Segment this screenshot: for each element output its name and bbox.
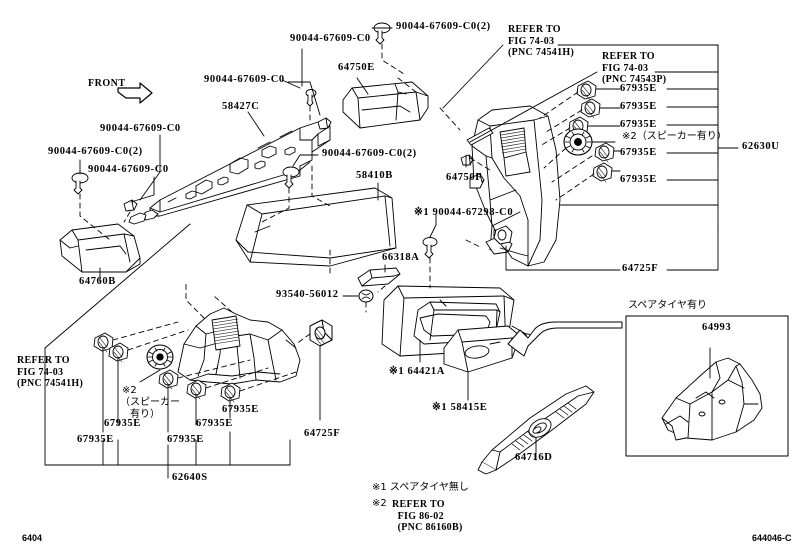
label-clip-90044-a: 90044-67609-C0	[290, 33, 371, 44]
label-clip-90044-e: 90044-67609-C0(2)	[48, 146, 143, 157]
label-part-58415e: ※1 58415E	[432, 402, 488, 413]
clip-icon-8	[460, 154, 474, 166]
trim-clip-icons-left	[93, 332, 241, 403]
label-part-64750f: 64750F	[446, 172, 483, 183]
sheet-code: 6404	[22, 533, 43, 543]
trim-clip-r1	[576, 80, 597, 101]
part-64760b-shape	[59, 223, 141, 273]
clip-icon-6	[282, 166, 300, 189]
label-clip-90044-b: 90044-67609-C0	[204, 74, 285, 85]
label-part-64725f-right: 64725F	[622, 263, 659, 274]
label-part-64421a: ※1 64421A	[389, 366, 445, 377]
label-trim-clip-l1: 67935E	[77, 434, 114, 445]
annotation-speaker-left-line3: 有り）	[130, 409, 160, 420]
label-part-64760b: 64760B	[79, 276, 116, 287]
part-62630u-shape	[469, 105, 561, 267]
label-trim-clip-r3: 67935E	[620, 119, 657, 130]
trim-clip-l5	[220, 382, 241, 403]
label-part-64725f-left: 64725F	[304, 428, 341, 439]
trim-clip-l1	[93, 332, 114, 353]
label-clip-90044-f: 90044-67609-C0	[88, 164, 169, 175]
trim-clip-icons-right	[563, 80, 615, 183]
label-part-64716d: 64716D	[515, 452, 553, 463]
label-part-64993: 64993	[702, 322, 732, 333]
drawing-code: 644046-C	[752, 533, 792, 543]
label-part-58410b: 58410B	[356, 170, 393, 181]
label-clip-90044-g: 90044-67609-C0(2)	[322, 148, 417, 159]
part-64716d-shape	[477, 385, 595, 475]
note-1: ※1 スペアタイヤ無し	[372, 482, 469, 493]
part-93540-grommet-shape	[358, 289, 374, 303]
label-trim-clip-r5: 67935E	[620, 174, 657, 185]
clip-icon-1	[373, 22, 391, 45]
label-trim-clip-r4: 67935E	[620, 147, 657, 158]
spare-tire-box-title: スペアタイヤ有り	[628, 300, 707, 311]
label-trim-clip-l3: 67935E	[167, 434, 204, 445]
label-part-66318a: 66318A	[382, 252, 420, 263]
label-part-62630u: 62630U	[742, 141, 780, 152]
label-part-64750e: 64750E	[338, 62, 375, 73]
label-trim-clip-r2: 67935E	[620, 101, 657, 112]
trim-clip-l3	[158, 369, 179, 390]
clip-icon-7	[422, 237, 438, 259]
speaker-icon-left	[146, 344, 174, 370]
label-clip-90044-j: ※1 90044-67298-C0	[414, 207, 514, 218]
trim-clip-r4	[594, 142, 615, 163]
trim-clip-r2	[580, 98, 601, 119]
label-clip-90044-c: 90044-67609-C0	[100, 123, 181, 134]
label-trim-clip-l2: 67935E	[104, 418, 141, 429]
label-clip-90044-d: 90044-67609-C0(2)	[396, 21, 491, 32]
refer-block-top-left: REFER TO FIG 74-03 (PNC 74541H)	[508, 24, 575, 58]
note-2-body: REFER TO FIG 86-02 (PNC 86160B)	[392, 499, 463, 533]
speaker-icon-right	[563, 128, 593, 156]
clip-icon-5	[317, 117, 332, 130]
part-62640s-shape	[177, 307, 301, 385]
part-64993-shape	[661, 357, 763, 441]
label-grommet-93540: 93540-56012	[276, 289, 339, 300]
annotation-speaker-right: ※2（スピーカー有り）	[622, 131, 727, 142]
part-62630u-socket	[493, 225, 513, 245]
label-trim-clip-l5: 67935E	[222, 404, 259, 415]
trim-clip-l2	[108, 342, 129, 363]
part-58410b-shape	[235, 187, 397, 267]
spare-tire-callout-arrow	[507, 321, 623, 357]
part-66318a-shape	[357, 267, 401, 287]
front-arrow-icon	[117, 82, 153, 104]
trim-clip-l4	[186, 379, 207, 400]
part-64725f-left-shape	[309, 319, 333, 347]
clip-icon-3	[71, 172, 89, 195]
label-part-62640s: 62640S	[172, 472, 208, 483]
label-trim-clip-r1: 67935E	[620, 83, 657, 94]
part-64750e-shape	[342, 81, 429, 129]
refer-block-bottom-left: REFER TO FIG 74-03 (PNC 74541H)	[17, 355, 84, 389]
refer-block-top-right: REFER TO FIG 74-03 (PNC 74543P)	[602, 51, 667, 85]
front-direction-label: FRONT	[88, 78, 126, 89]
trim-clip-r5	[592, 162, 613, 183]
note-2-marker: ※2	[372, 498, 387, 509]
annotation-speaker-left-line1: ※2	[122, 385, 137, 396]
part-58427c-shape	[128, 121, 331, 225]
clip-icon-4	[123, 199, 138, 212]
annotation-speaker-left-line2: （スピーカー	[120, 397, 180, 408]
label-trim-clip-l4: 67935E	[196, 418, 233, 429]
label-part-58427c: 58427C	[222, 101, 260, 112]
